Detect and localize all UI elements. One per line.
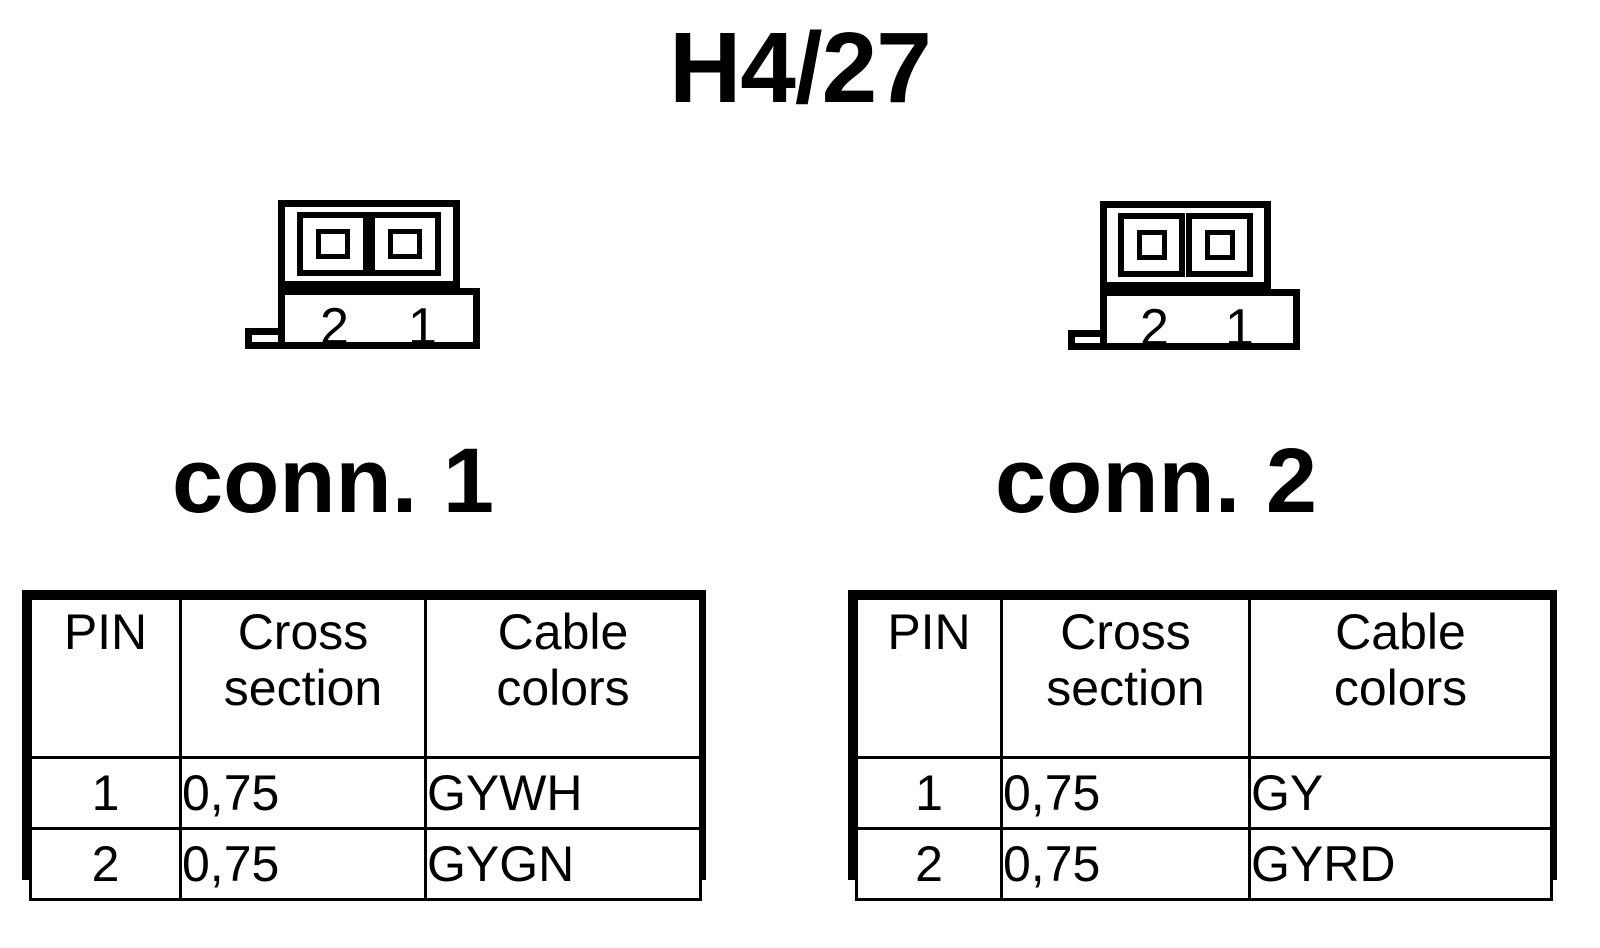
connector-caption-conn1: conn. 1 <box>172 430 495 532</box>
connector-cavity-icon <box>1186 213 1253 277</box>
column-header-cross-section: Cross section <box>179 597 427 759</box>
cell-pin: 2 <box>29 827 182 901</box>
column-header-cable-colors-line1: Cable <box>1335 604 1466 660</box>
column-header-cable-colors-line2: colors <box>496 660 630 716</box>
connector-pin-label-2: 2 <box>320 298 349 356</box>
column-header-cable-colors-line2: colors <box>1333 660 1468 716</box>
connector-housing-upper-conn2 <box>1100 201 1271 289</box>
cell-cable-colors: GYGN <box>424 827 702 901</box>
connector-housing-lower-conn2: 2 1 <box>1100 289 1300 354</box>
connector-pin-label-1: 1 <box>408 298 437 356</box>
page-title: H4/27 <box>669 12 932 124</box>
table-header-row: PIN Cross section Cable colors <box>29 597 702 759</box>
cell-cable-colors: GYRD <box>1248 827 1553 901</box>
cell-pin: 1 <box>29 756 182 830</box>
pin-table-conn2: PIN Cross section Cable colors 1 0,75 GY… <box>848 590 1557 901</box>
column-header-pin: PIN <box>855 597 1003 759</box>
connector-cavity-core-icon <box>1136 230 1167 260</box>
column-header-cross-section-line1: Cross <box>237 604 369 660</box>
column-header-pin: PIN <box>29 597 182 759</box>
column-header-cross-section-line2: section <box>223 660 383 716</box>
connector-pin-label-1: 1 <box>1225 299 1254 357</box>
connector-cavity-icon <box>297 212 369 276</box>
column-header-cable-colors: Cable colors <box>1248 597 1553 759</box>
connector-pin-label-2: 2 <box>1140 299 1169 357</box>
table-row: 1 0,75 GY <box>855 756 1553 830</box>
connector-cavity-core-icon <box>1204 230 1235 260</box>
cell-cross-section: 0,75 <box>1000 756 1251 830</box>
table-row: 2 0,75 GYRD <box>855 827 1553 901</box>
connector-cavity-icon <box>369 212 441 276</box>
column-header-cable-colors-line1: Cable <box>497 604 629 660</box>
column-header-cross-section: Cross section <box>1000 597 1251 759</box>
connector-housing-upper-conn1 <box>278 200 460 288</box>
cell-pin: 1 <box>855 756 1003 830</box>
connector-housing-lower-conn1: 2 1 <box>278 288 480 353</box>
connector-latch-tab-icon <box>1068 330 1108 350</box>
pin-table-conn1: PIN Cross section Cable colors 1 0,75 GY… <box>22 590 706 901</box>
connector-cavity-core-icon <box>388 229 422 259</box>
connector-symbol-conn2: 2 1 <box>1062 196 1312 356</box>
connector-symbol-conn1: 2 1 <box>240 195 490 355</box>
table-header-row: PIN Cross section Cable colors <box>855 597 1553 759</box>
cell-cross-section: 0,75 <box>179 756 427 830</box>
table-row: 2 0,75 GYGN <box>29 827 702 901</box>
connector-latch-tab-icon <box>245 328 287 349</box>
connector-caption-conn2: conn. 2 <box>995 430 1318 532</box>
cell-cable-colors: GYWH <box>424 756 702 830</box>
column-header-cross-section-line1: Cross <box>1060 604 1191 660</box>
column-header-cross-section-line2: section <box>1046 660 1205 716</box>
connector-cavity-core-icon <box>316 229 350 259</box>
cell-cross-section: 0,75 <box>1000 827 1251 901</box>
connector-cavity-icon <box>1118 213 1185 277</box>
cell-pin: 2 <box>855 827 1003 901</box>
cell-cable-colors: GY <box>1248 756 1553 830</box>
table-row: 1 0,75 GYWH <box>29 756 702 830</box>
column-header-cable-colors: Cable colors <box>424 597 702 759</box>
cell-cross-section: 0,75 <box>179 827 427 901</box>
